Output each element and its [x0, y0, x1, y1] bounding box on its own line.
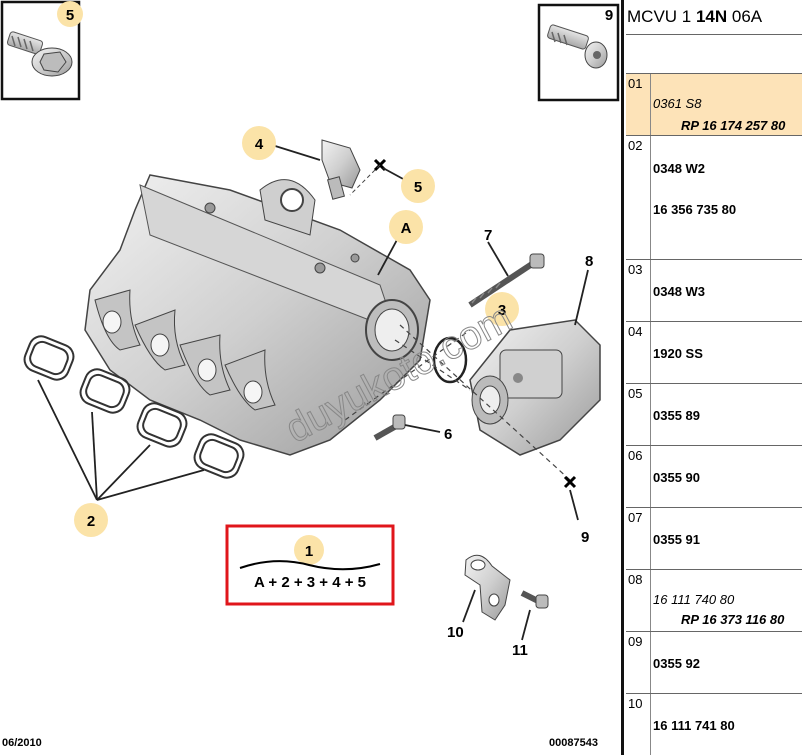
- inset-right-number: 9: [605, 7, 613, 24]
- callout-10: 10: [447, 624, 464, 641]
- parts-row-08[interactable]: 08 16 111 740 80 RP 16 373 116 80: [626, 570, 802, 632]
- parts-row-04[interactable]: 04 1920 SS: [626, 322, 802, 384]
- svg-text:4: 4: [255, 136, 264, 153]
- parts-list-panel: MCVU 1 14N 06A 01 0361 S8 RP 16 174 257 …: [626, 0, 802, 755]
- callout-2: 2: [74, 503, 108, 537]
- part-number: 16 111 741 80: [653, 718, 735, 733]
- sensor-screw: [349, 158, 406, 196]
- svg-text:2: 2: [87, 513, 95, 530]
- callout-4: 4: [242, 126, 276, 160]
- svg-text:3: 3: [498, 302, 506, 319]
- svg-text:1: 1: [305, 543, 313, 560]
- part-ref: 0355 92: [653, 656, 700, 671]
- parts-row-02[interactable]: 02 0348 W2 16 356 735 80: [626, 136, 802, 260]
- part-number: RP 16 174 257 80: [681, 118, 786, 133]
- pressure-sensor: [321, 139, 361, 200]
- flange-screw-icon: [6, 31, 73, 77]
- callout-8: 8: [585, 253, 593, 270]
- panel-divider: [621, 0, 624, 755]
- socket-screw-icon: [547, 24, 608, 69]
- manifold-screw: [373, 414, 406, 441]
- svg-text:A: A: [401, 220, 412, 237]
- document-number: 00087543: [549, 737, 598, 749]
- inset-screw-5: 5: [0, 0, 83, 101]
- part-number: RP 16 373 116 80: [681, 612, 785, 627]
- callout-11: 11: [512, 642, 528, 659]
- gasket-leader-lines: [37, 379, 205, 501]
- mounting-bracket: [464, 554, 511, 621]
- parts-diagram: 5 9: [0, 0, 620, 749]
- part-ref: 0348 W2: [653, 161, 706, 176]
- part-ref: 16 111 740 80: [653, 592, 735, 607]
- throttle-body: [469, 319, 601, 456]
- part-ref: 0348 W3: [653, 284, 706, 299]
- intake-manifold: [84, 174, 431, 456]
- parts-row-06[interactable]: 06 0355 90: [626, 446, 802, 508]
- callout-9: 9: [581, 529, 589, 546]
- part-number: 16 356 735 80: [653, 202, 737, 217]
- inset-screw-9: 9: [537, 3, 620, 102]
- o-ring: [432, 336, 468, 384]
- svg-text:5: 5: [414, 179, 422, 196]
- parts-row-05[interactable]: 05 0355 89: [626, 384, 802, 446]
- callout-6: 6: [444, 426, 452, 443]
- runner-gaskets: [23, 335, 245, 479]
- part-ref: 0355 90: [653, 470, 700, 485]
- callout-a: A: [389, 210, 423, 244]
- parts-row-03[interactable]: 03 0348 W3: [626, 260, 802, 322]
- callout-1: 1: [294, 535, 324, 565]
- callout-5: 5: [401, 169, 435, 203]
- long-bolt: [468, 253, 545, 308]
- part-ref: 0361 S8: [653, 96, 702, 111]
- part-ref: 0355 91: [653, 532, 700, 547]
- panel-title: MCVU 1 14N 06A: [626, 0, 802, 35]
- alignment-lines: [344, 324, 571, 481]
- callout-7: 7: [484, 227, 492, 244]
- panel-header-gap: [626, 35, 802, 74]
- inset-left-number: 5: [66, 7, 74, 24]
- parts-row-09[interactable]: 09 0355 92: [626, 632, 802, 694]
- callout-3: 3: [485, 292, 519, 326]
- part-ref: 1920 SS: [653, 346, 703, 361]
- throttle-screw: [563, 475, 579, 521]
- kit-composition-box: A + 2 + 3 + 4 + 5: [225, 524, 395, 606]
- part-ref: 0355 89: [653, 408, 700, 423]
- parts-row-07[interactable]: 07 0355 91: [626, 508, 802, 570]
- diagram-date: 06/2010: [2, 737, 42, 749]
- parts-row-10[interactable]: 10 16 111 741 80: [626, 694, 802, 755]
- bracket-screw: [520, 590, 549, 609]
- kit-formula: A + 2 + 3 + 4 + 5: [254, 574, 366, 591]
- parts-row-01[interactable]: 01 0361 S8 RP 16 174 257 80: [626, 74, 802, 136]
